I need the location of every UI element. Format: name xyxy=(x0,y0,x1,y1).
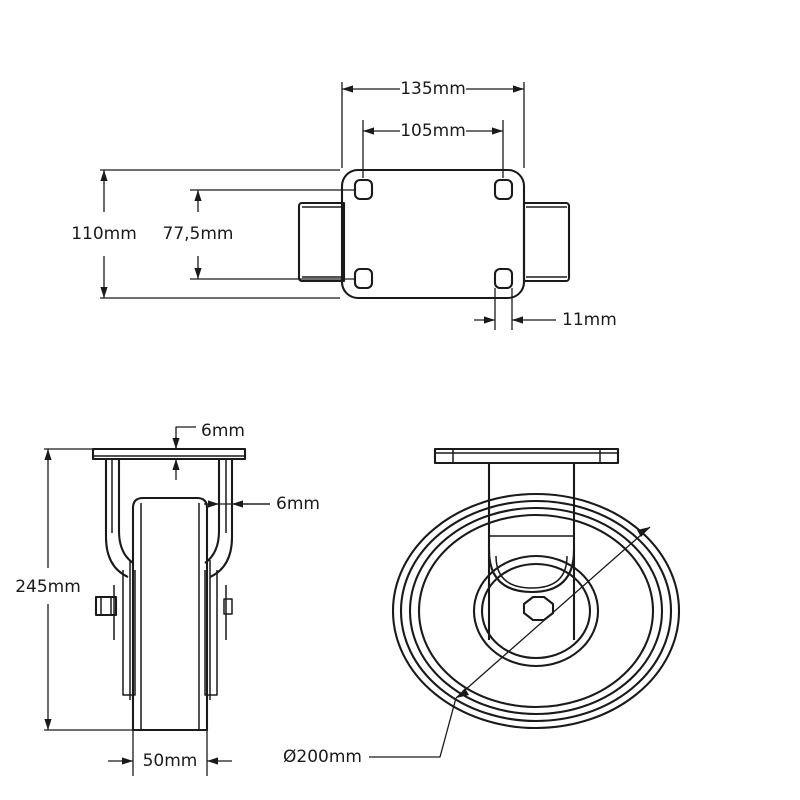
wheel-outer-ring-3 xyxy=(408,506,664,716)
side-view-hub xyxy=(113,560,227,700)
dimension-label-fork-thickness: 6mm xyxy=(276,494,320,514)
front-view-wheel-rings xyxy=(391,492,681,730)
left-tab xyxy=(297,201,346,283)
side-view: 6mm 6mm 245mm 50mm xyxy=(15,421,320,776)
dimension-hole-diameter: 11mm xyxy=(474,288,617,330)
dimension-label-hole-spacing-width: 77,5mm xyxy=(163,224,234,244)
dimension-fork-thickness: 6mm xyxy=(204,494,320,514)
axle-end-right xyxy=(223,598,233,615)
front-view-top-plate xyxy=(433,447,620,465)
wheel-tread-edges xyxy=(140,503,200,730)
arrow-right-6mm-fork xyxy=(232,500,243,508)
top-view: 135mm 105mm 110mm 77,5mm xyxy=(71,79,617,330)
arrow-upper-d200 xyxy=(637,527,650,537)
arrow-left-50 xyxy=(122,757,133,765)
side-view-top-plate xyxy=(91,447,247,461)
dimension-label-plate-length: 135mm xyxy=(400,79,466,99)
front-view-fork xyxy=(487,463,576,640)
dimension-wheel-width: 50mm xyxy=(108,730,232,776)
fork-body-bottom-curve xyxy=(487,549,576,594)
arrow-top-245 xyxy=(44,449,52,460)
dimension-overall-height: 245mm xyxy=(15,448,133,731)
arrow-left-105 xyxy=(363,127,374,135)
wheel-outer-ring-2 xyxy=(399,499,673,723)
bolt-hole-top-right xyxy=(493,178,514,201)
side-view-wheel xyxy=(131,496,209,732)
diameter-leader-shelf xyxy=(369,697,457,758)
wheel-outer-ring-4 xyxy=(417,513,655,709)
arrow-right-105 xyxy=(492,127,503,135)
wheel-hub-ring-inner xyxy=(480,562,592,660)
front-view: Ø200mm xyxy=(283,447,681,767)
top-plate-profile xyxy=(91,447,247,461)
dimension-label-wheel-diameter: Ø200mm xyxy=(283,747,362,767)
arrow-bottom-245 xyxy=(44,719,52,730)
front-top-plate xyxy=(433,447,620,465)
fork-leg-right-outer xyxy=(209,459,234,578)
arrow-lower-d200 xyxy=(456,688,469,698)
side-view-axle xyxy=(94,595,233,617)
arrow-right-135 xyxy=(513,85,524,93)
dimension-label-hole-spacing-length: 105mm xyxy=(400,121,466,141)
mounting-plate-outline xyxy=(340,168,526,300)
bolt-hole-bottom-right xyxy=(493,267,514,290)
arrow-right-11 xyxy=(512,316,523,324)
arrow-left-135 xyxy=(342,85,353,93)
arrow-left-11 xyxy=(484,316,495,324)
hub-outer-flange-lines xyxy=(113,585,227,640)
dimension-label-overall-height: 245mm xyxy=(15,577,81,597)
left-tab-inner-lines xyxy=(302,206,342,278)
hub-plate-right xyxy=(204,570,218,696)
arrow-bottom-110 xyxy=(100,287,108,298)
fork-leg-center-lines xyxy=(111,459,227,533)
front-top-plate-ribs xyxy=(452,449,601,463)
top-view-side-tabs xyxy=(297,201,571,283)
fork-body-inner-curve xyxy=(495,555,568,589)
right-tab-inner-lines xyxy=(526,206,567,278)
axle-nut-left-facets xyxy=(100,597,112,615)
dimension-label-wheel-width: 50mm xyxy=(143,751,198,771)
dimension-wheel-diameter: Ø200mm xyxy=(283,526,651,767)
dimension-plate-thickness: 6mm xyxy=(172,421,245,480)
arrow-down-6mm-plate xyxy=(172,438,180,449)
dimension-label-plate-width: 110mm xyxy=(71,224,137,244)
arrow-right-50 xyxy=(207,757,218,765)
arrow-bottom-775 xyxy=(194,268,202,279)
hub-plate-left xyxy=(122,570,136,696)
wheel-profile xyxy=(131,496,209,732)
right-tab xyxy=(522,201,571,283)
diameter-leader-line xyxy=(455,526,651,699)
arrow-top-110 xyxy=(100,170,108,181)
arrow-left-6mm-fork xyxy=(208,500,219,508)
dimension-hole-spacing-length: 105mm xyxy=(362,120,504,178)
dimension-label-plate-thickness: 6mm xyxy=(201,421,245,441)
arrow-top-775 xyxy=(194,190,202,201)
wheel-outer-ring-1 xyxy=(391,492,681,730)
arrow-up-6mm-plate xyxy=(172,459,180,470)
wheel-hub-ring-outer xyxy=(472,554,600,668)
dimension-plate-width: 110mm xyxy=(71,169,340,299)
dimension-label-hole-diameter: 11mm xyxy=(562,310,617,330)
axle-nut-left xyxy=(94,595,118,617)
dimension-plate-length: 135mm xyxy=(341,79,525,168)
dimension-hole-spacing-width: 77,5mm xyxy=(163,189,355,280)
